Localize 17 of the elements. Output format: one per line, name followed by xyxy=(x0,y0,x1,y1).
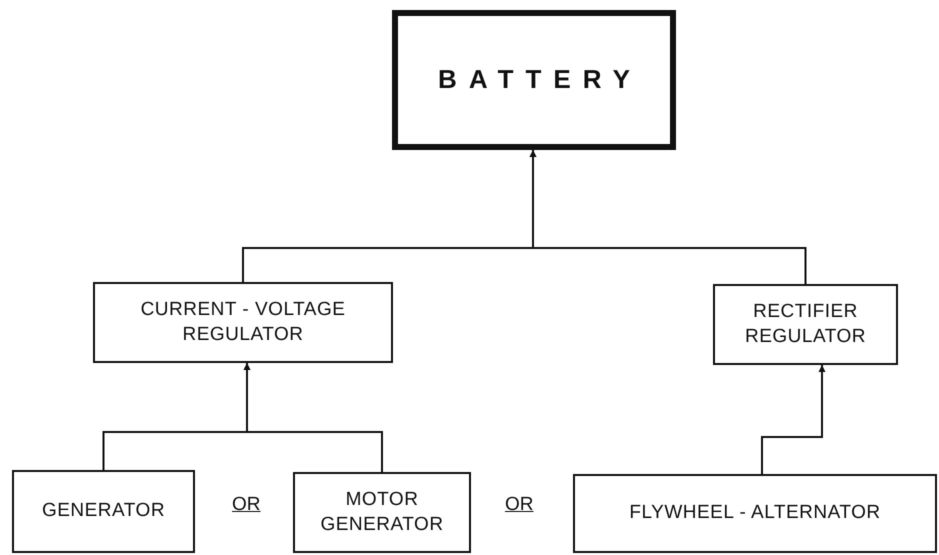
arrow xyxy=(761,365,826,474)
node-label: FLYWHEEL - ALTERNATOR xyxy=(629,501,881,526)
arrow xyxy=(530,150,806,284)
or-label: OR xyxy=(232,494,260,516)
battery-box xyxy=(392,10,676,150)
component-box xyxy=(12,470,195,553)
node-label: BATTERY xyxy=(438,63,642,96)
arrow xyxy=(244,363,383,472)
node-label: GENERATOR xyxy=(42,499,166,524)
node-label: MOTOR GENERATOR xyxy=(319,488,445,536)
node-label: CURRENT - VOLTAGE REGULATOR xyxy=(140,298,346,346)
node-label: RECTIFIER REGULATOR xyxy=(744,300,867,348)
component-box xyxy=(293,472,471,553)
component-box xyxy=(573,474,937,553)
component-box xyxy=(713,284,898,365)
component-box xyxy=(93,282,393,363)
or-label: OR xyxy=(505,494,534,516)
